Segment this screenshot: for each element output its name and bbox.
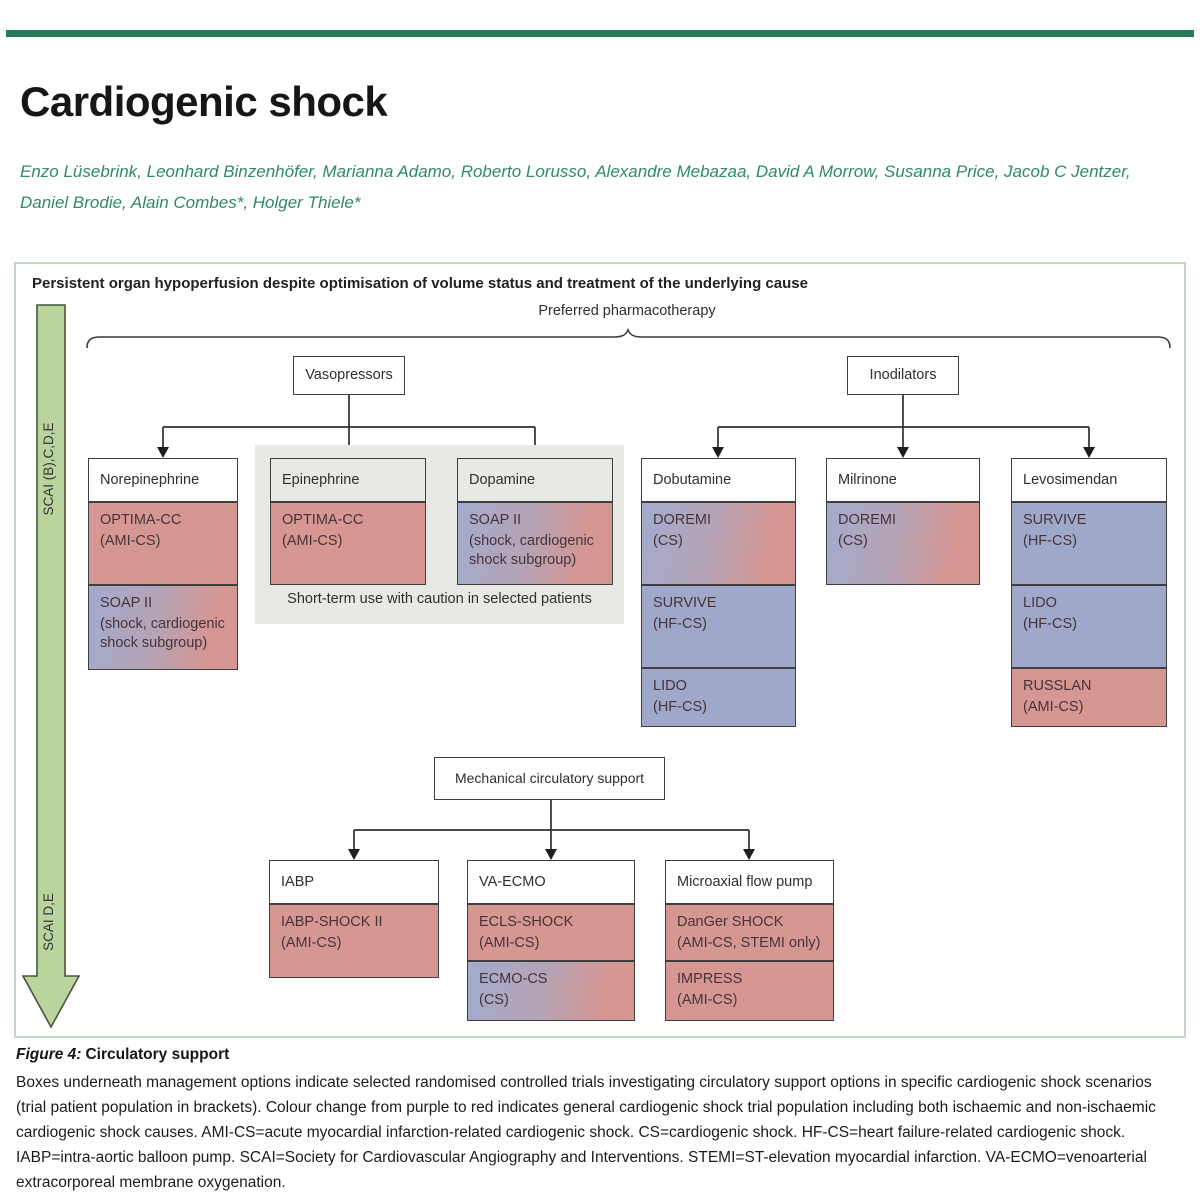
author-line-1: Enzo Lüsebrink, Leonhard Binzenhöfer, Ma… — [20, 162, 1131, 181]
trial-population: (CS) — [838, 532, 868, 549]
vasopressors-box: Vasopressors — [293, 356, 405, 395]
trial-population: (HF-CS) — [1023, 532, 1077, 549]
trial-box-soap-ii-norepinephrine: SOAP II (shock, cardiogenic shock subgro… — [88, 585, 238, 670]
trial-name: SURVIVE — [653, 595, 717, 611]
column-header-iabp: IABP — [269, 860, 439, 904]
figure-caption-heading: Figure 4:Circulatory support — [16, 1046, 229, 1064]
trial-population: (AMI-CS) — [479, 934, 540, 951]
author-line-2: Daniel Brodie, Alain Combes*, Holger Thi… — [20, 193, 361, 212]
trial-box-survive-dobutamine: SURVIVE (HF-CS) — [641, 585, 796, 668]
column-header-microaxial-flow-pump: Microaxial flow pump — [665, 860, 834, 904]
trial-name: RUSSLAN — [1023, 678, 1092, 694]
trial-population: (AMI-CS) — [677, 991, 738, 1008]
trial-population: (HF-CS) — [653, 615, 707, 632]
trial-name: ECLS-SHOCK — [479, 914, 574, 930]
trial-box-doremi-dobutamine: DOREMI (CS) — [641, 502, 796, 585]
figure-canvas: Persistent organ hypoperfusion despite o… — [16, 264, 1184, 1036]
trial-name: ECMO-CS — [479, 971, 548, 987]
trial-name: IMPRESS — [677, 971, 743, 987]
trial-name: OPTIMA-CC — [100, 512, 182, 528]
figure-caption-body: Boxes underneath management options indi… — [16, 1074, 1156, 1191]
column-header-epinephrine: Epinephrine — [270, 458, 426, 502]
article-title: Cardiogenic shock — [20, 78, 388, 125]
trial-box-impress: IMPRESS (AMI-CS) — [665, 961, 834, 1021]
trial-box-ecmo-cs: ECMO-CS (CS) — [467, 961, 635, 1021]
column-header-levosimendan: Levosimendan — [1011, 458, 1167, 502]
trial-population: (AMI-CS) — [100, 532, 161, 549]
trial-population: (CS) — [479, 991, 509, 1008]
trial-population: (AMI-CS) — [281, 934, 342, 951]
trial-name: SOAP II — [469, 512, 522, 528]
trial-box-survive-levosimendan: SURVIVE (HF-CS) — [1011, 502, 1167, 585]
trial-box-soap-ii-dopamine: SOAP II (shock, cardiogenic shock subgro… — [457, 502, 613, 585]
brace-icon — [86, 327, 1171, 349]
persistent-hypoperfusion-banner: Persistent organ hypoperfusion despite o… — [32, 275, 808, 292]
trial-box-doremi-milrinone: DOREMI (CS) — [826, 502, 980, 585]
column-header-dobutamine: Dobutamine — [641, 458, 796, 502]
trial-population: (CS) — [653, 532, 683, 549]
trial-box-optima-cc-epinephrine: OPTIMA-CC (AMI-CS) — [270, 502, 426, 585]
trial-name: DOREMI — [653, 512, 711, 528]
figure-number-label: Figure 4: — [16, 1046, 82, 1063]
column-header-dopamine: Dopamine — [457, 458, 613, 502]
author-list: Enzo Lüsebrink, Leonhard Binzenhöfer, Ma… — [20, 156, 1186, 218]
trial-box-russlan-levosimendan: RUSSLAN (AMI-CS) — [1011, 668, 1167, 727]
column-header-va-ecmo: VA-ECMO — [467, 860, 635, 904]
trial-name: IABP-SHOCK II — [281, 914, 383, 930]
trial-population: (HF-CS) — [653, 698, 707, 715]
column-header-norepinephrine: Norepinephrine — [88, 458, 238, 502]
trial-population: (shock, cardiogenic shock subgroup) — [469, 532, 594, 569]
top-rule — [6, 30, 1194, 37]
trial-name: SURVIVE — [1023, 512, 1087, 528]
trial-name: DOREMI — [838, 512, 896, 528]
trial-name: DanGer SHOCK — [677, 914, 784, 930]
trial-box-danger-shock: DanGer SHOCK (AMI-CS, STEMI only) — [665, 904, 834, 961]
trial-population: (AMI-CS) — [282, 532, 343, 549]
trial-box-lido-levosimendan: LIDO (HF-CS) — [1011, 585, 1167, 668]
trial-box-lido-dobutamine: LIDO (HF-CS) — [641, 668, 796, 727]
trial-population: (HF-CS) — [1023, 615, 1077, 632]
trial-population: (shock, cardiogenic shock subgroup) — [100, 615, 225, 652]
figure-panel: Persistent organ hypoperfusion despite o… — [14, 262, 1186, 1038]
trial-population: (AMI-CS) — [1023, 698, 1084, 715]
trial-name: SOAP II — [100, 595, 153, 611]
mechanical-support-box: Mechanical circulatory support — [434, 757, 665, 800]
trial-name: LIDO — [1023, 595, 1057, 611]
caution-note: Short-term use with caution in selected … — [287, 591, 592, 607]
figure-caption-title: Circulatory support — [85, 1046, 230, 1063]
scai-bottom-label: SCAI D,E — [41, 893, 56, 951]
trial-box-optima-cc-norepinephrine: OPTIMA-CC (AMI-CS) — [88, 502, 238, 585]
trial-name: LIDO — [653, 678, 687, 694]
trial-name: OPTIMA-CC — [282, 512, 364, 528]
trial-population: (AMI-CS, STEMI only) — [677, 934, 821, 951]
inodilators-box: Inodilators — [847, 356, 959, 395]
scai-top-label: SCAI (B),C,D,E — [41, 422, 56, 516]
trial-box-ecls-shock: ECLS-SHOCK (AMI-CS) — [467, 904, 635, 961]
column-header-milrinone: Milrinone — [826, 458, 980, 502]
trial-box-iabp-shock-ii: IABP-SHOCK II (AMI-CS) — [269, 904, 439, 978]
preferred-pharmacotherapy-label: Preferred pharmacotherapy — [538, 303, 716, 319]
